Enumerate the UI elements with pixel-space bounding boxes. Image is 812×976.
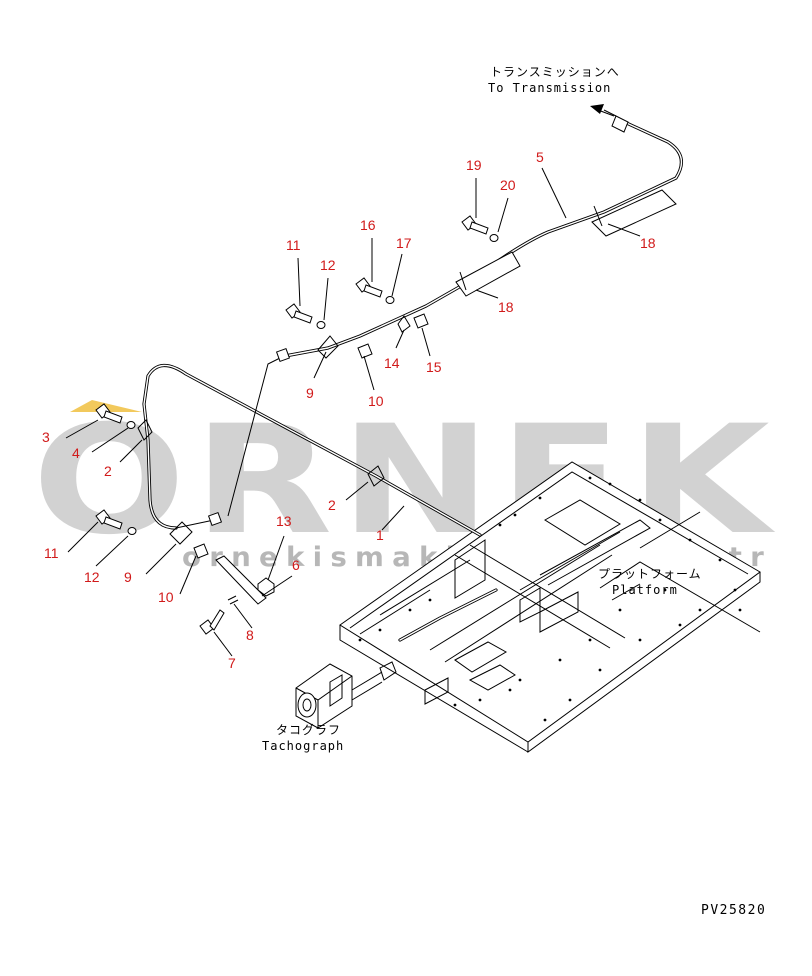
hardware-parts [95, 189, 677, 635]
callout-labels: 5 19 20 18 18 16 17 11 12 14 15 9 10 3 4… [42, 149, 656, 671]
callout-9-lower: 9 [124, 569, 132, 585]
callout-19: 19 [466, 157, 482, 173]
callout-18-right: 18 [640, 235, 656, 251]
transmission-label-en: To Transmission [488, 81, 611, 95]
platform-label-en: Platform [612, 583, 678, 597]
callout-18-middle: 18 [498, 299, 514, 315]
callout-1: 1 [376, 527, 384, 543]
callout-12-upper: 12 [320, 257, 336, 273]
drawing-code: PV25820 [701, 903, 766, 918]
callout-10-lower: 10 [158, 589, 174, 605]
callout-12-lower: 12 [84, 569, 100, 585]
callout-11-upper: 11 [286, 237, 301, 253]
platform-frame [339, 461, 761, 753]
callout-17: 17 [396, 235, 412, 251]
callout-9-upper: 9 [306, 385, 314, 401]
callout-4: 4 [72, 445, 80, 461]
callout-6: 6 [292, 557, 300, 573]
tachograph-unit [295, 661, 397, 729]
callout-11-lower: 11 [44, 545, 59, 561]
callout-2-left: 2 [104, 463, 112, 479]
callout-3: 3 [42, 429, 50, 445]
leader-lines [65, 167, 641, 657]
callout-15: 15 [426, 359, 442, 375]
callout-10-upper: 10 [368, 393, 384, 409]
callout-5: 5 [536, 149, 544, 165]
tachograph-label-jp: タコグラフ [276, 723, 341, 737]
transmission-arrow [590, 104, 615, 117]
callout-16: 16 [360, 217, 376, 233]
annotations: トランスミッションへ To Transmission プラットフォーム Plat… [262, 65, 766, 918]
callout-2-middle: 2 [328, 497, 336, 513]
callout-13: 13 [276, 513, 292, 529]
callout-20: 20 [500, 177, 516, 193]
callout-7: 7 [228, 655, 236, 671]
callout-8: 8 [246, 627, 254, 643]
callout-14: 14 [384, 355, 400, 371]
tachograph-label-en: Tachograph [262, 739, 344, 753]
transmission-label-jp: トランスミッションへ [490, 65, 620, 79]
platform-label-jp: プラットフォーム [598, 567, 702, 581]
